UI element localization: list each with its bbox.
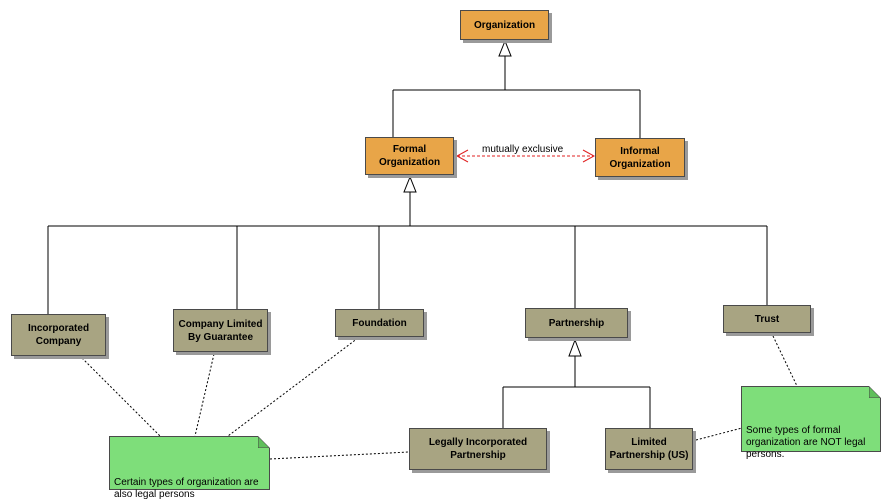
note-not-legal-persons-text: Some types of formal organization are NO… bbox=[746, 425, 866, 460]
class-limited-partnership-us[interactable]: Limited Partnership (US) bbox=[605, 428, 693, 470]
class-foundation[interactable]: Foundation bbox=[335, 309, 424, 337]
anchor-incorporated-to-note bbox=[81, 357, 161, 437]
dependency-arrowhead-right bbox=[582, 149, 596, 163]
arrowhead-formal-organization bbox=[403, 175, 417, 193]
class-legally-incorporated-partnership[interactable]: Legally Incorporated Partnership bbox=[409, 428, 547, 470]
anchor-limited-partnership-to-note bbox=[695, 427, 743, 441]
note-anchor-lines bbox=[81, 335, 798, 460]
note-fold-icon bbox=[869, 386, 881, 398]
class-informal-organization[interactable]: Informal Organization bbox=[595, 138, 685, 177]
anchor-guarantee-to-note bbox=[194, 353, 215, 437]
generalization-lines bbox=[47, 56, 768, 428]
class-trust[interactable]: Trust bbox=[723, 305, 811, 333]
anchor-legally-incorporated-to-note bbox=[269, 451, 410, 460]
note-not-legal-persons[interactable]: Some types of formal organization are NO… bbox=[741, 386, 881, 460]
generalization-arrowheads bbox=[403, 39, 582, 357]
note-fold-icon bbox=[258, 436, 270, 448]
mutually-exclusive-arrow bbox=[455, 149, 596, 163]
note-legal-persons-text: Certain types of organization are also l… bbox=[114, 477, 259, 500]
class-organization[interactable]: Organization bbox=[460, 10, 549, 40]
arrowhead-organization bbox=[498, 39, 512, 57]
class-partnership[interactable]: Partnership bbox=[525, 308, 628, 338]
anchor-foundation-to-note bbox=[227, 337, 359, 437]
anchor-trust-to-note bbox=[772, 335, 798, 387]
arrowhead-partnership bbox=[568, 338, 582, 357]
dependency-arrowhead-left bbox=[455, 149, 469, 163]
note-legal-persons[interactable]: Certain types of organization are also l… bbox=[109, 436, 270, 500]
mutually-exclusive-label: mutually exclusive bbox=[482, 144, 564, 155]
class-incorporated-company[interactable]: Incorporated Company bbox=[11, 314, 106, 356]
class-formal-organization[interactable]: Formal Organization bbox=[365, 137, 454, 175]
class-company-limited-by-guarantee[interactable]: Company Limited By Guarantee bbox=[173, 309, 268, 352]
